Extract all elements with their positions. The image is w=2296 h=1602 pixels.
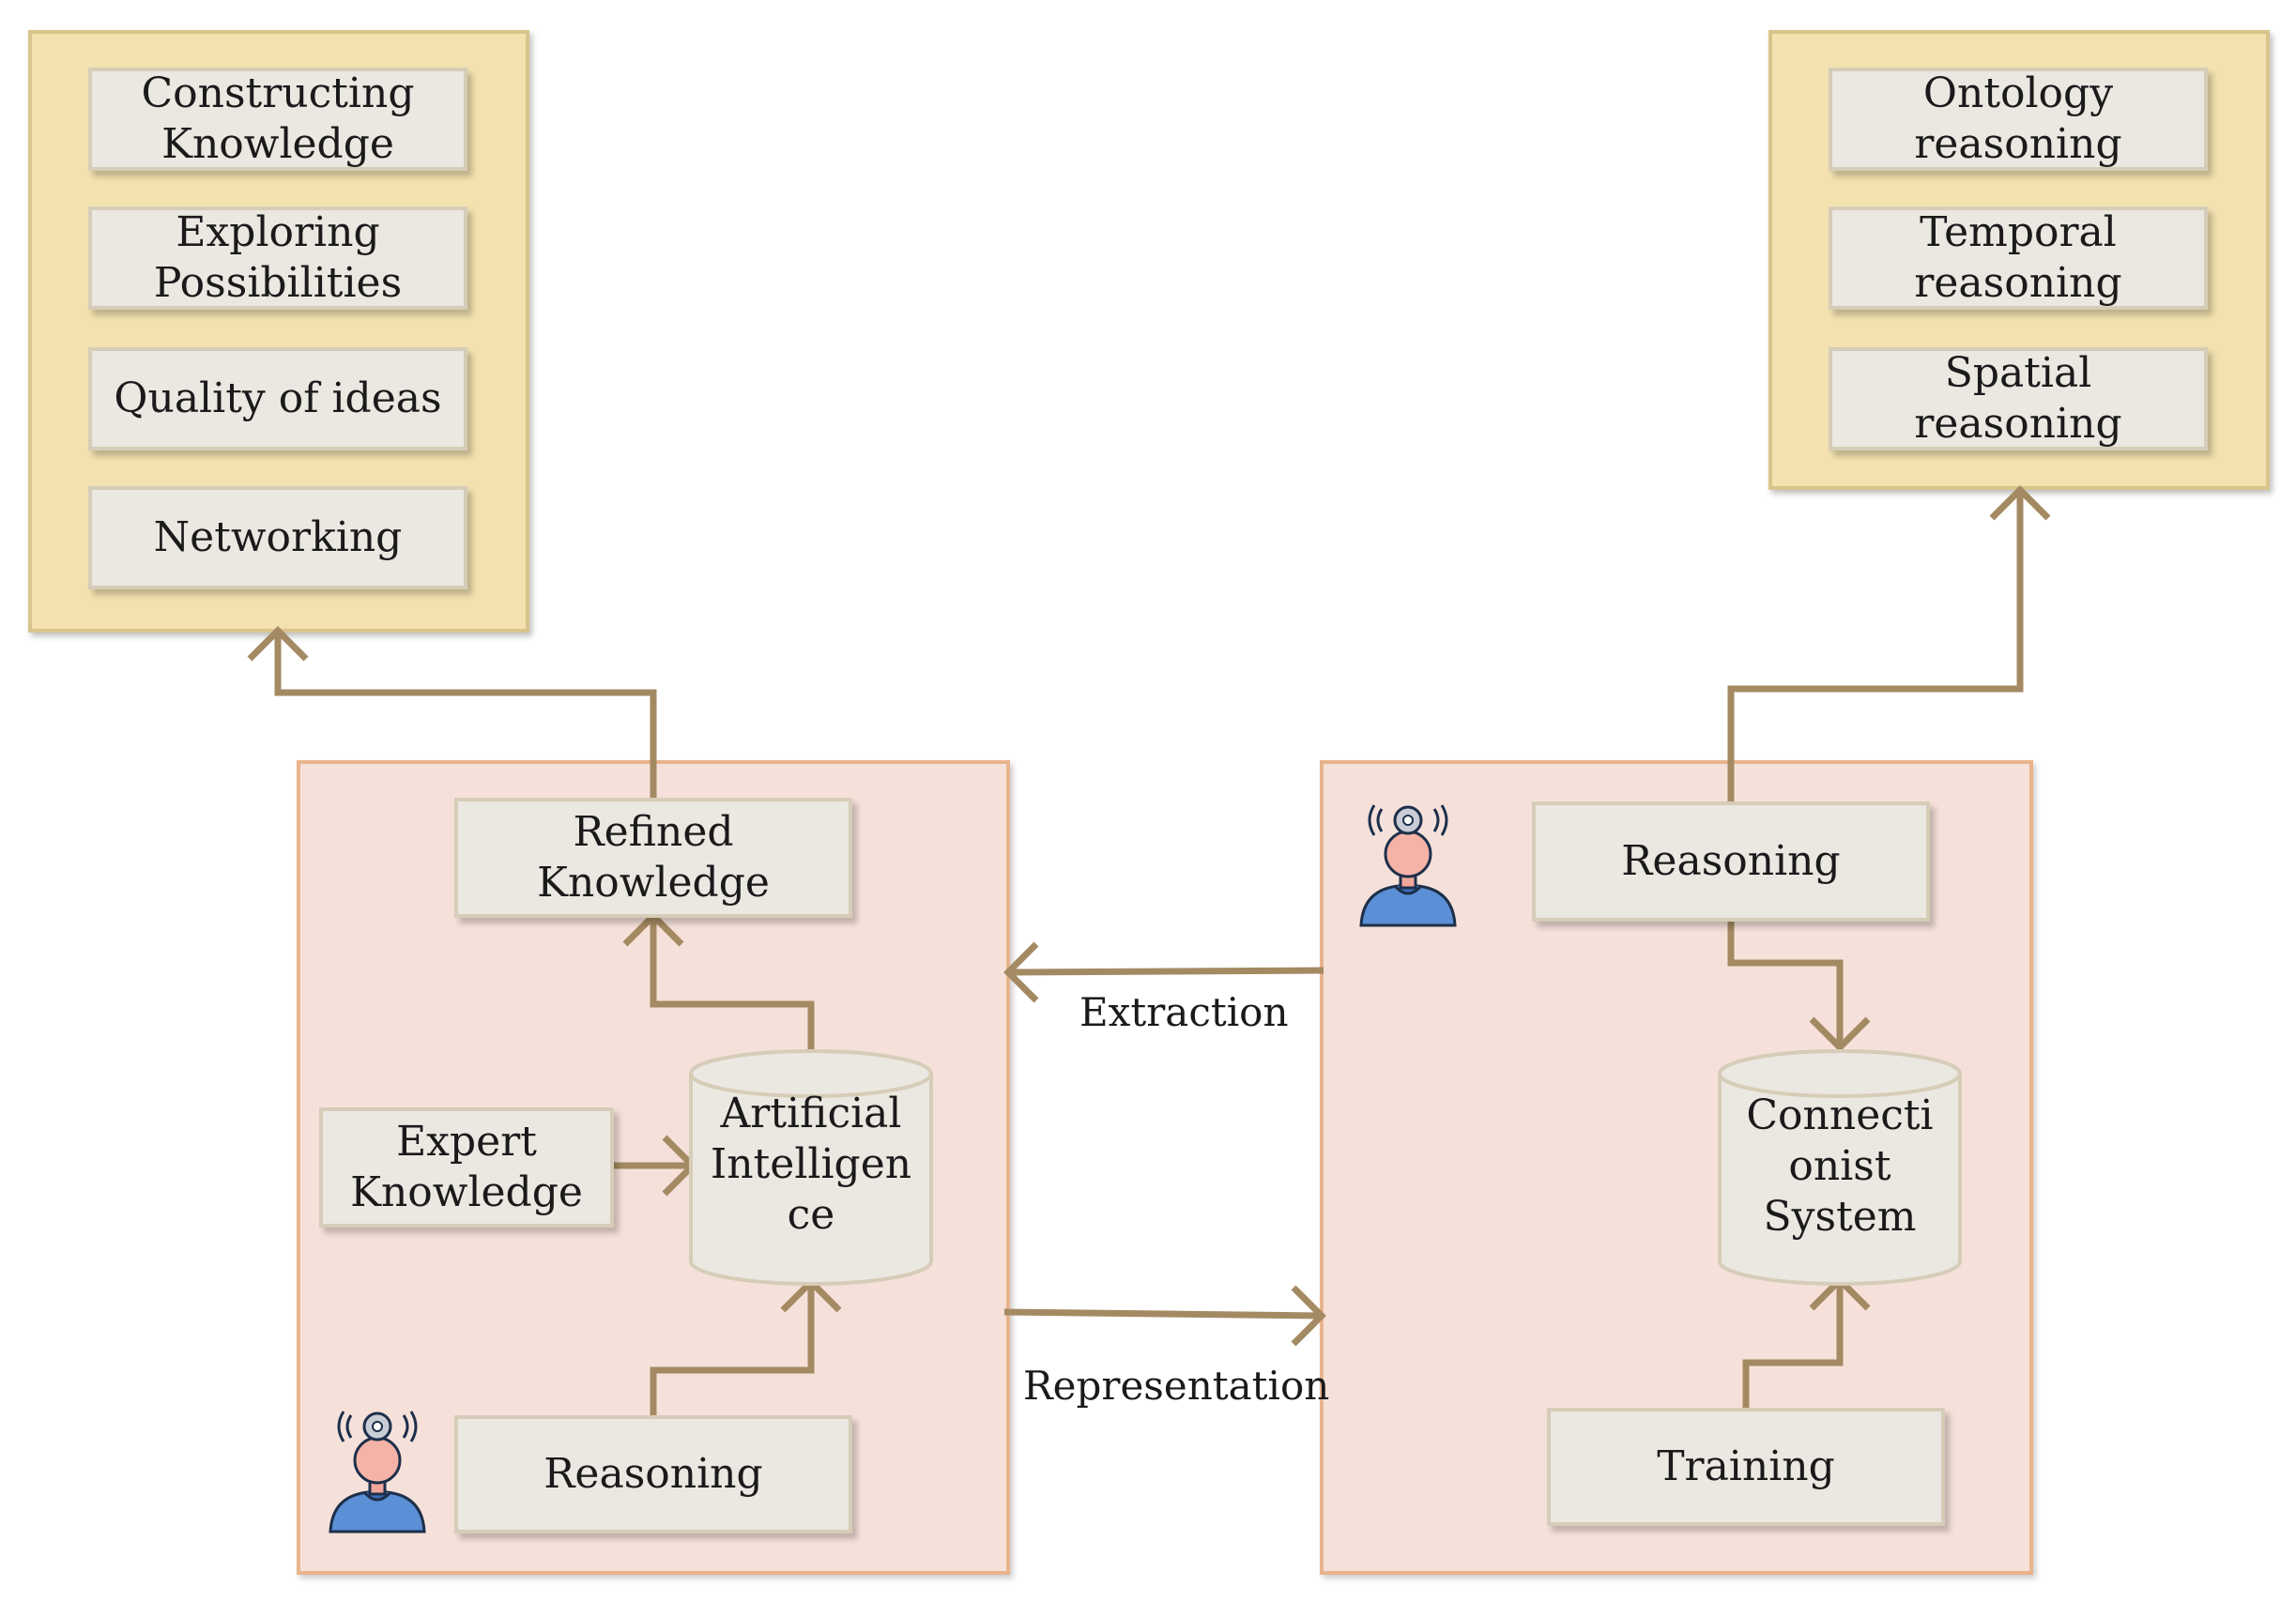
connectionist-cylinder-label: Connecti onist System <box>1746 1091 1934 1241</box>
representation-arrowhead <box>1291 1285 1326 1347</box>
extraction-label: Extraction <box>1079 989 1289 1035</box>
connector-training-to-connectionist <box>1742 1280 1844 1408</box>
expert-knowledge-box: Expert Knowledge <box>319 1107 614 1228</box>
constructing-knowledge-box: Constructing Knowledge <box>88 68 467 171</box>
ontology-reasoning-box: Ontology reasoning <box>1829 68 2208 171</box>
extraction-arrowhead <box>1003 941 1039 1003</box>
ai-cylinder <box>689 1049 933 1286</box>
connectionist-cylinder <box>1718 1049 1962 1286</box>
connector-refined-to-top-left <box>274 631 657 800</box>
thinking-person-icon <box>1359 804 1457 927</box>
connector-reasoning-to-top-right <box>1727 490 2024 805</box>
networking-box: Networking <box>88 486 467 589</box>
connector-reasoning-to-ai <box>650 1282 815 1415</box>
spatial-reasoning-box: Spatial reasoning <box>1829 347 2208 450</box>
ai-cylinder-label: Artificial Intelligen ce <box>710 1090 912 1239</box>
thinking-person-icon <box>329 1411 426 1533</box>
left-reasoning-box: Reasoning <box>454 1415 852 1533</box>
arrowhead-top-left <box>247 626 309 662</box>
connector-reasoning-to-connectionist <box>1727 920 1844 1047</box>
right-reasoning-box: Reasoning <box>1532 801 1930 922</box>
arrowhead-connectionist-top <box>1809 1016 1871 1052</box>
refined-knowledge-box: Refined Knowledge <box>454 798 852 918</box>
temporal-reasoning-box: Temporal reasoning <box>1829 206 2208 310</box>
arrowhead-top-right <box>1989 485 2051 521</box>
training-box: Training <box>1547 1408 1945 1526</box>
quality-of-ideas-box: Quality of ideas <box>88 347 467 450</box>
representation-label: Representation <box>1023 1363 1330 1409</box>
connector-ai-to-refined <box>650 916 815 1051</box>
exploring-possibilities-box: Exploring Possibilities <box>88 206 467 310</box>
representation-arrow-line <box>1003 1308 1323 1320</box>
extraction-arrow-line <box>1007 967 1324 976</box>
